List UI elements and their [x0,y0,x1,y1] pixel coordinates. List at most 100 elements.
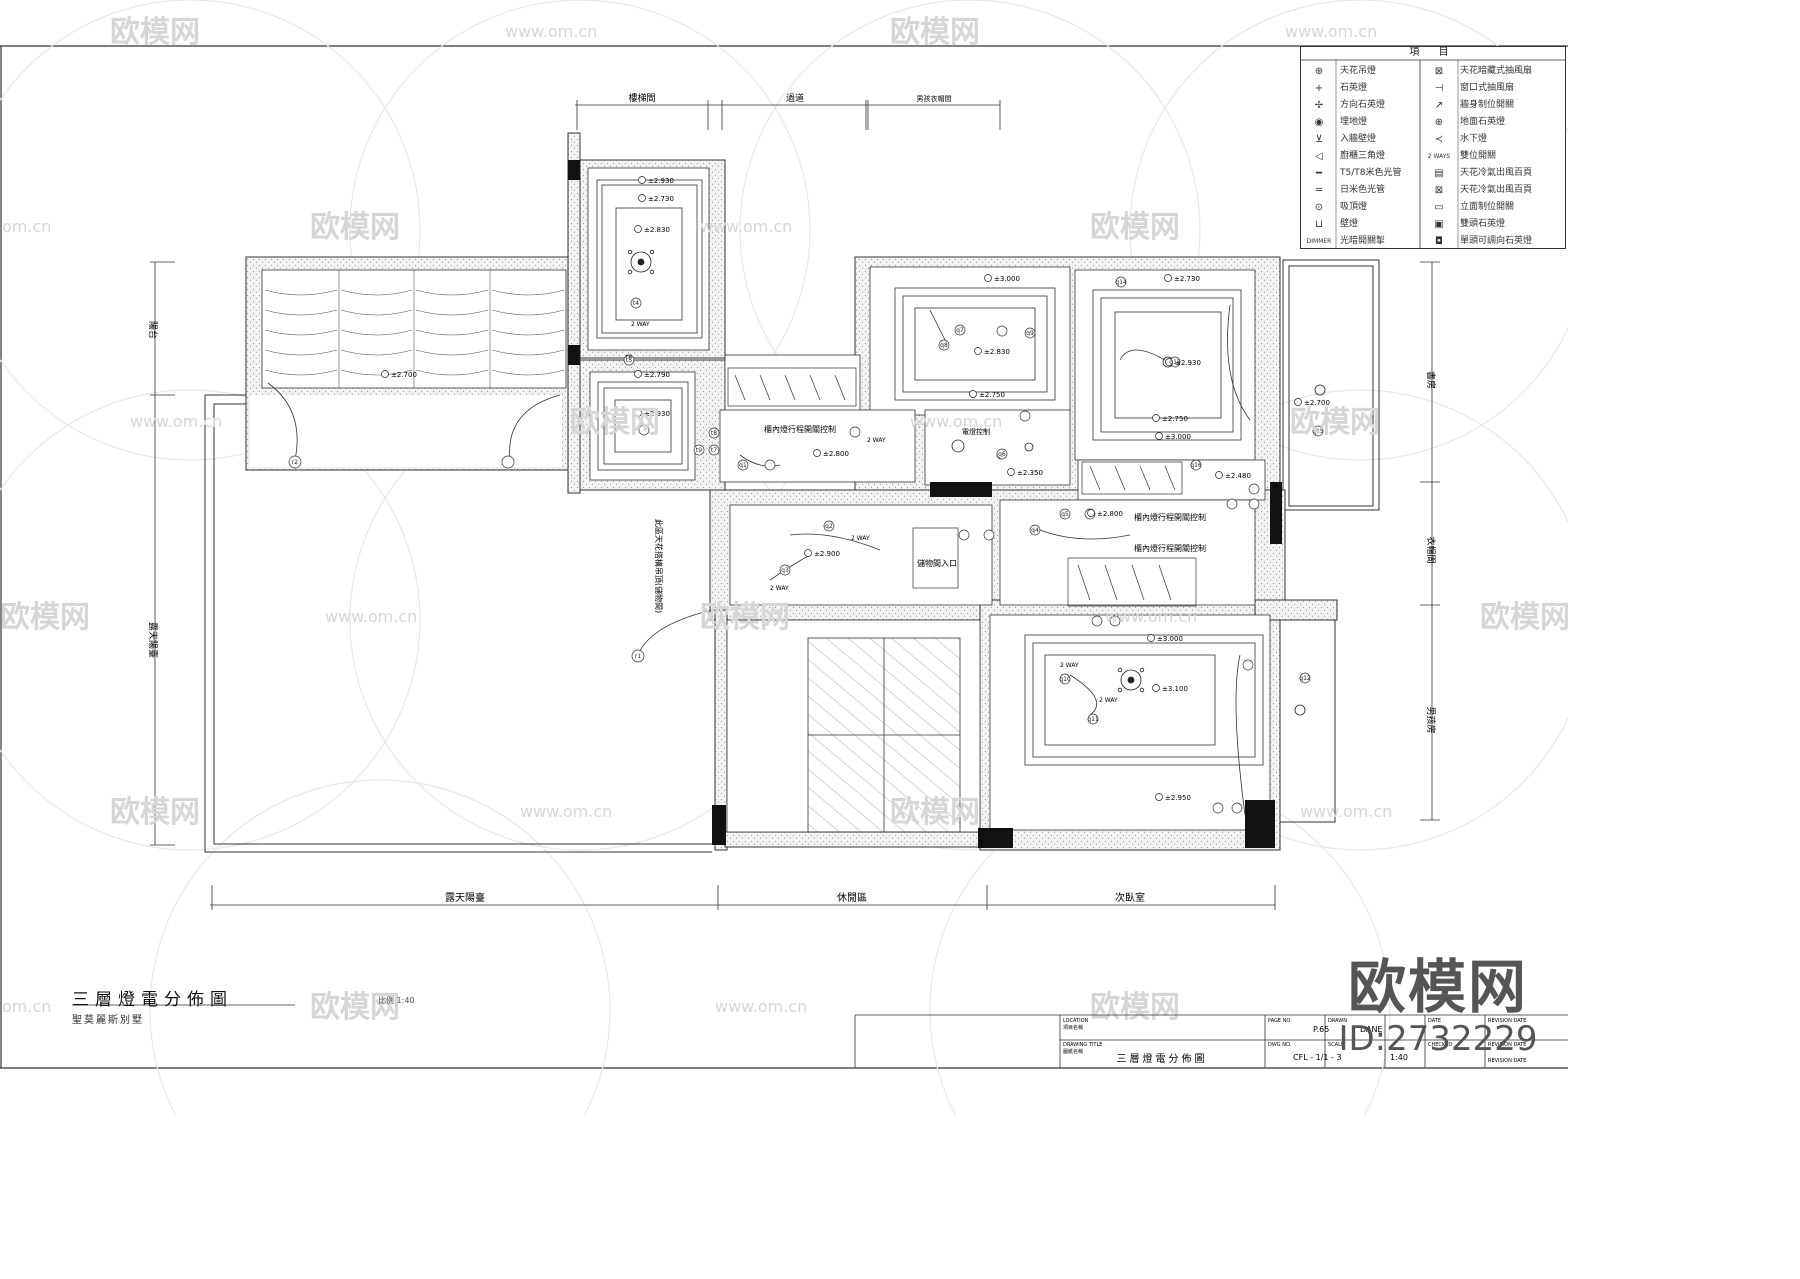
tag-label: q13 [1169,359,1181,366]
level-value: ±2.830 [984,348,1010,356]
watermark-brand: 欧模网 [890,15,980,50]
ac-supply-grille-icon: ⊠ [1434,185,1444,196]
tag-label: q4 [1031,527,1039,534]
legend-grid [1300,46,1566,249]
label-terrace-bottom: 露天陽臺 [445,891,485,904]
legend-label: 天花吊燈 [1340,66,1377,76]
closet-switch-note-2: 櫃內燈行程開關控制 [1134,512,1206,522]
storage-entry-label: 儲物間入口 [917,558,957,568]
recessed-wall-light-icon: ⊻ [1315,134,1323,145]
legend-label: 日米色光管 [1340,185,1386,195]
tb-drawing-title-value: 三層燈電分佈圖 [1117,1052,1208,1065]
level-value: ±3.100 [1162,685,1188,693]
drawing-title: 三層燈電分佈圖 [72,990,233,1010]
exhaust-fan-icon: ⊠ [1434,66,1444,77]
tb-revision-label: REVISION DATE [1488,1018,1526,1024]
watermark-brand: 欧模网 [310,990,400,1025]
lamp-control-label: 電燈控制 [962,427,990,436]
legend-label: 埋地燈 [1340,117,1368,127]
level-marker: ±3.000 [1155,432,1191,441]
level-marker: ±2.480 [1215,471,1251,480]
level-marker: ±2.700 [381,370,417,379]
tb-revision-label-3: REVISION DATE [1488,1058,1526,1064]
big-watermark: 欧模网 ID:2732229 [1318,955,1558,1059]
watermark-brand: 欧模网 [1090,990,1180,1025]
legend-label: 牆身制位開關 [1460,100,1515,110]
tb-checked-label: CHECKED [1428,1042,1452,1048]
level-value: ±3.000 [1157,635,1183,643]
legend-label: 石英燈 [1340,83,1368,93]
watermark-url-short: om.cn [2,997,51,1016]
big-watermark-brand: 欧模网 [1347,953,1528,1021]
tag-label: q3 [781,567,789,574]
terrace-outline [204,259,1380,853]
tb-dwg-value: CFL - 1/1 - 3 [1293,1053,1342,1062]
legend-label: 單頭可調向石英燈 [1460,236,1533,246]
watermark-url: www.om.cn [1105,607,1197,626]
level-marker: ±2.730 [1164,274,1200,283]
tag-label: q5 [1061,511,1069,518]
legend-label: 天花冷氣出風百頁 [1460,185,1533,195]
tag-label: t8 [711,430,717,437]
level-value: ±2.950 [1165,794,1191,802]
watermark-brand: 欧模网 [570,405,660,440]
tb-page-label: PAGE NO. [1268,1018,1292,1024]
dimension-lines-bottom [210,885,1276,910]
big-watermark-id: ID:2732229 [1338,1019,1538,1059]
drawing-sheet: 樓梯間 過道 男孩衣帽間 露天陽臺 休閒區 次臥室 陽台 露天陽臺 書房 衣帽間… [0,0,1591,1241]
legend-label: 雙位開關 [1460,151,1497,161]
level-marker: ±2.730 [638,194,674,203]
tag-label: q8 [940,342,948,349]
tag-label: q12 [1299,675,1311,682]
level-value: ±2.750 [979,391,1005,399]
label-study: 書房 [1425,371,1437,389]
dimension-lines-right [1420,261,1440,821]
tag-markers [288,276,1324,814]
watermark-url: www.om.cn [130,412,222,431]
ac-return-grille-icon: ▤ [1434,168,1444,179]
single-adjust-icon: ◘ [1435,236,1443,247]
tag-label: r1 [635,653,641,660]
wall-light-icon: ⊔ [1315,219,1323,230]
tag-label: q6 [998,451,1006,458]
level-marker: ±2.750 [1152,414,1188,423]
ceiling-light-icon: ⊙ [1314,202,1324,213]
window-fan-icon: ⊣ [1434,83,1444,94]
tag-label: q7 [956,327,964,334]
tag-label: q11 [1087,716,1099,723]
level-marker: ±2.800 [1087,509,1123,518]
watermark-url: www.om.cn [325,607,417,626]
legend-label: 立面制位開關 [1460,202,1515,212]
two-way-4: 2 WAY [770,585,789,592]
label-second-bed: 次臥室 [1115,891,1145,904]
legend-label: 天花暗藏式抽風扇 [1460,66,1533,76]
elevation-switch-icon: ▭ [1434,202,1444,213]
two-way-3: 2 WAY [851,535,870,542]
structural-columns [568,160,1282,848]
closet-switch-note-3: 櫃內燈行程開關控制 [1134,543,1206,553]
tag-label: r2 [292,459,298,466]
level-marker: ±2.700 [1294,398,1330,407]
level-value: ±2.700 [391,371,417,379]
level-value: ±2.350 [1017,469,1043,477]
two-way-6: 2 WAY [1099,697,1118,704]
level-marker: ±3.000 [984,274,1020,283]
tag-label: t5 [626,357,632,364]
tb-drawn-label: DRAWN [1328,1018,1347,1024]
legend-label: 入牆壁燈 [1340,134,1377,144]
level-value: ±2.930 [644,410,670,418]
tb-scale-label: SCALE [1328,1042,1344,1048]
legend-label: 壁燈 [1340,219,1359,229]
watermark-brand: 欧模网 [0,600,90,635]
title-block-frame [72,1004,1568,1068]
level-markers: ±2.930±2.730±2.830±2.700±2.790±2.930±2.8… [381,176,1330,802]
tag-label: t9 [696,447,702,454]
label-corridor: 過道 [786,92,804,104]
tag-label: q1 [739,462,747,469]
dimmer-icon: DIMMER [1306,238,1332,245]
label-stair: 樓梯間 [628,92,655,104]
two-way-1: 2 WAY [631,321,650,328]
scale-note: 比例 1:40 [378,996,415,1005]
two-way-5: 2 WAY [1060,662,1079,669]
watermark-brand: 欧模网 [890,795,980,830]
